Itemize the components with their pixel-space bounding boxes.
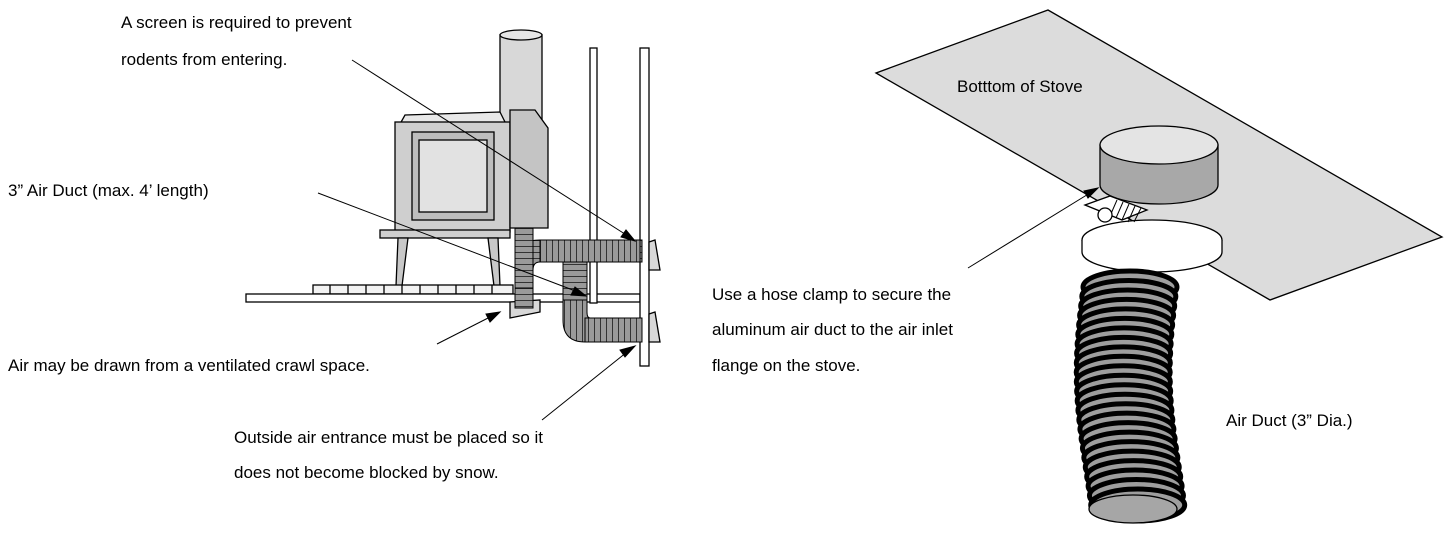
air-duct-label: Air Duct (3” Dia.) — [1226, 411, 1353, 430]
flex-ducts — [514, 227, 643, 343]
lower-vent-hood — [648, 311, 661, 343]
hose-clamp — [1081, 195, 1223, 273]
entrance-note-line2: does not become blocked by snow. — [234, 463, 499, 482]
stove-bottom-label: Botttom of Stove — [957, 77, 1083, 96]
air-inlet-flange — [1099, 125, 1219, 205]
leader-lines-left — [317, 59, 637, 421]
clamp-note-line1: Use a hose clamp to secure the — [712, 285, 952, 304]
upper-vent-hood — [648, 239, 661, 271]
interior-wall — [589, 47, 598, 304]
duct-end-opening — [1088, 494, 1178, 524]
screen-note-line1: A screen is required to prevent — [121, 13, 352, 32]
clamp-note-line2: aluminum air duct to the air inlet — [712, 320, 953, 339]
crawl-space-note: Air may be drawn from a ventilated crawl… — [8, 356, 370, 375]
hearth-bricks — [312, 284, 514, 295]
entrance-note-line1: Outside air entrance must be placed so i… — [234, 428, 543, 447]
clamp-note-line3: flange on the stove. — [712, 356, 861, 375]
screen-note-line2: rodents from entering. — [121, 50, 288, 69]
corrugated-air-duct — [1073, 268, 1188, 524]
stove-cross-section — [245, 29, 661, 367]
leader-line-right — [967, 187, 1100, 269]
duct-length-label: 3” Air Duct (max. 4’ length) — [8, 181, 209, 200]
exterior-wall — [639, 47, 650, 367]
